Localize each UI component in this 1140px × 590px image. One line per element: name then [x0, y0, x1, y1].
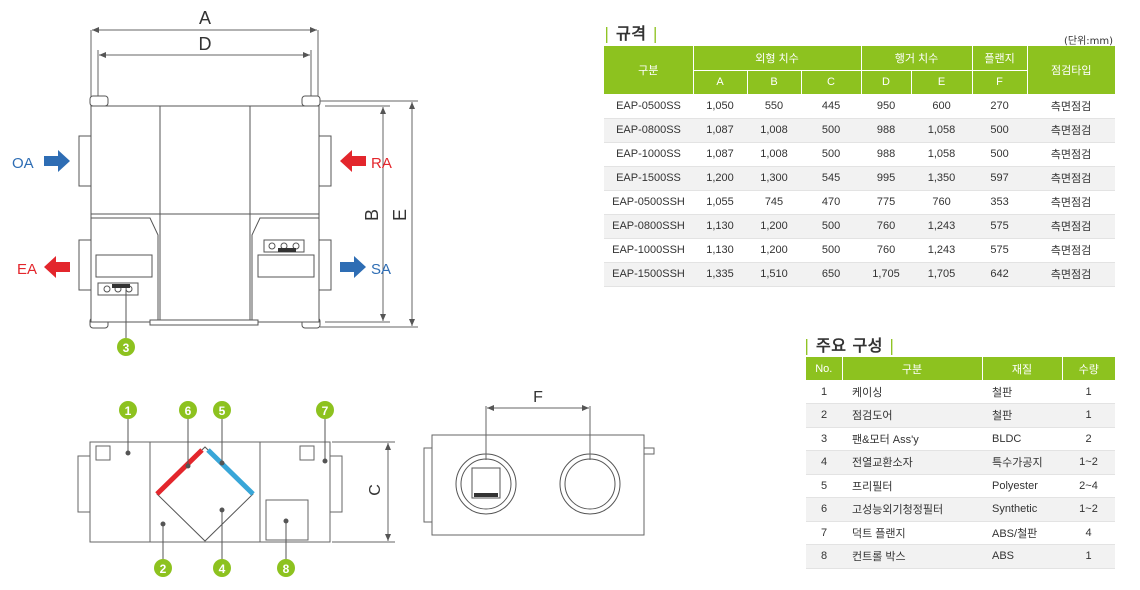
- badge-4: 4: [213, 559, 231, 577]
- header-inspect: 점검타입: [1026, 46, 1116, 94]
- svg-text:2: 2: [160, 562, 167, 576]
- header-b: B: [746, 69, 801, 94]
- dimension-f-label: F: [533, 389, 543, 406]
- ra-arrow-icon: [340, 150, 366, 172]
- svg-text:4: 4: [219, 562, 226, 576]
- dimension-d: [97, 50, 312, 100]
- duct-openings: [455, 453, 621, 515]
- badge-5: 5: [213, 401, 231, 419]
- dimension-e: [320, 100, 418, 328]
- header-hanger: 행거 치수: [860, 46, 973, 70]
- dimension-c-label: C: [367, 484, 384, 496]
- dimension-f: [485, 405, 591, 460]
- sa-label: SA: [371, 261, 391, 278]
- dimension-a: [90, 27, 319, 100]
- leader-lines: [125, 417, 328, 560]
- header-model: 구분: [604, 46, 693, 94]
- header-c: C: [800, 69, 862, 94]
- header-qty: 수량: [1061, 357, 1115, 380]
- badge-2: 2: [154, 559, 172, 577]
- spec-unit: (단위:mm): [1064, 36, 1114, 47]
- svg-text:8: 8: [283, 562, 290, 576]
- dimension-b: [325, 105, 390, 323]
- header-a: A: [692, 69, 747, 94]
- header-material: 재질: [981, 357, 1062, 380]
- header-f: F: [971, 69, 1028, 94]
- header-name: 구분: [841, 357, 982, 380]
- header-no: No.: [806, 357, 842, 380]
- badge-3-label: 3: [123, 341, 130, 355]
- svg-text:5: 5: [219, 404, 226, 418]
- sa-arrow-icon: [340, 256, 366, 278]
- badge-8: 8: [277, 559, 295, 577]
- badge-6: 6: [179, 401, 197, 419]
- svg-text:7: 7: [322, 404, 329, 418]
- ea-label: EA: [17, 261, 37, 278]
- spec-title: | 규격 |: [604, 24, 659, 43]
- spec-title-text: 규격: [615, 24, 647, 43]
- ea-arrow-icon: [44, 256, 70, 278]
- badge-1: 1: [119, 401, 137, 419]
- plan-view-drawing: C F 1 6 5 7 2 4: [77, 389, 655, 577]
- terminal-dark: [112, 284, 130, 288]
- dimension-b-label: B: [362, 209, 382, 221]
- header-flange: 플랜지: [971, 46, 1028, 70]
- terminal-dark: [278, 248, 296, 252]
- svg-text:1: 1: [125, 404, 132, 418]
- header-e: E: [910, 69, 973, 94]
- pre-filter-red: [155, 448, 204, 496]
- oa-arrow-icon: [44, 150, 70, 172]
- header-outer: 외형 치수: [692, 46, 862, 70]
- pre-filter-blue: [206, 448, 255, 496]
- oa-label: OA: [12, 155, 34, 172]
- dimension-c: [332, 441, 395, 543]
- dimension-e-label: E: [390, 209, 410, 221]
- spec-table: 구분 외형 치수 행거 치수 플랜지 점검타입 A B C D E F EAP-…: [604, 46, 1116, 287]
- svg-text:6: 6: [185, 404, 192, 418]
- dimension-a-label: A: [199, 8, 211, 28]
- badge-7: 7: [316, 401, 334, 419]
- header-d: D: [860, 69, 912, 94]
- dimension-d-label: D: [199, 34, 212, 54]
- components-title-text: 주요 구성: [815, 336, 883, 355]
- front-view-drawing: A D: [12, 8, 418, 356]
- damper-bar: [474, 493, 498, 497]
- duct-spigots: [78, 135, 332, 291]
- components-title: | 주요 구성 |: [804, 336, 895, 355]
- badge-3: [117, 338, 135, 356]
- ra-label: RA: [371, 155, 392, 172]
